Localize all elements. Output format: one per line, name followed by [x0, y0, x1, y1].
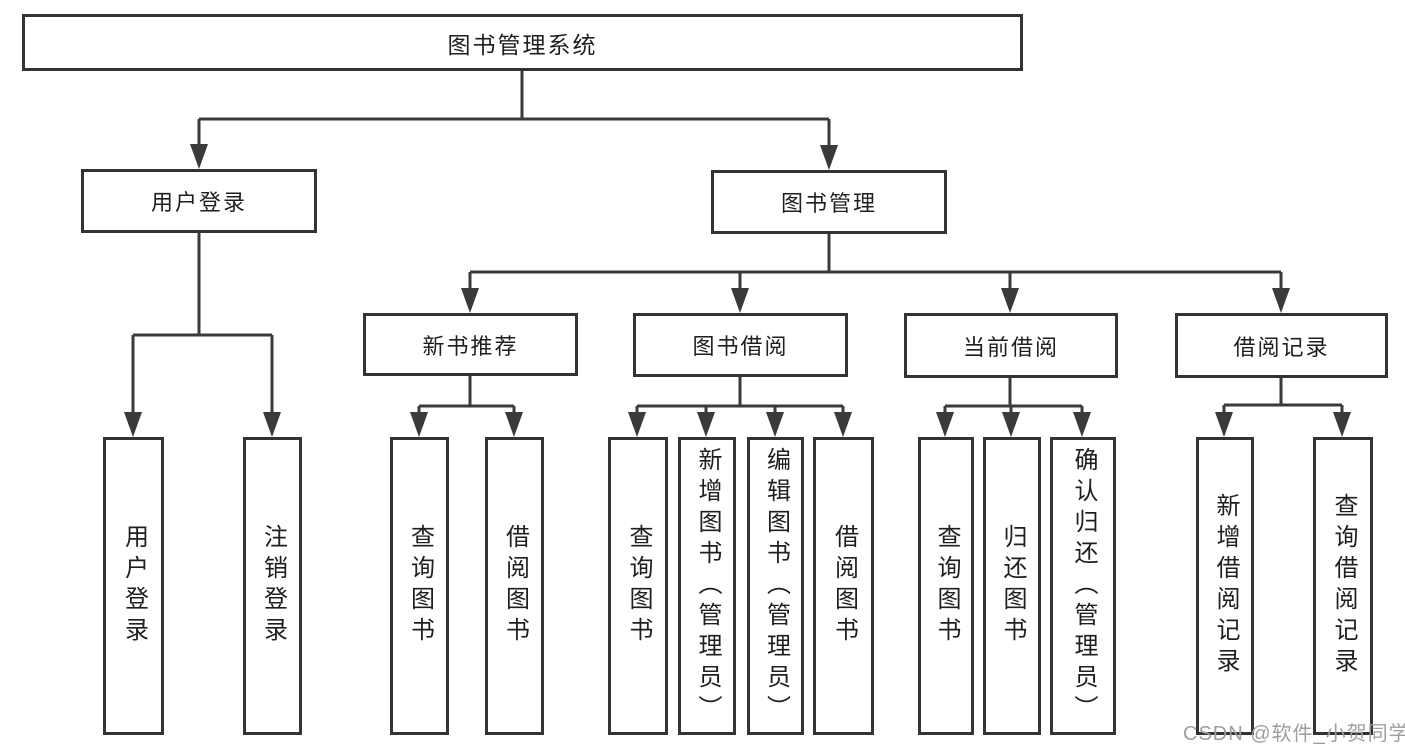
watermark: CSDN @软件_小贺同学	[1183, 723, 1405, 745]
node-new-book-recommend: 新书推荐	[363, 313, 578, 376]
node-current-borrowing: 当前借阅	[904, 313, 1118, 378]
edge-newbook-to-leaves	[417, 375, 516, 420]
leaf-edit-books-admin-label: 编辑图书（管理员）	[762, 446, 790, 726]
leaf-edit-books-admin: 编辑图书（管理员）	[747, 437, 804, 735]
leaf-user-login: 用户登录	[103, 437, 164, 735]
leaf-borrow-books-1-label: 借阅图书	[501, 524, 529, 648]
leaf-borrow-books-2: 借阅图书	[813, 437, 874, 735]
arrowheads	[124, 144, 1351, 437]
leaf-user-login-label: 用户登录	[120, 524, 148, 648]
edge-root-to-level2	[197, 70, 831, 151]
edge-records-to-leaves	[1222, 377, 1344, 420]
leaf-query-books-1: 查询图书	[390, 437, 449, 735]
edge-bookmgmt-to-level3	[468, 233, 1283, 296]
leaf-logout-login: 注销登录	[243, 437, 302, 735]
leaf-add-books-admin: 新增图书（管理员）	[678, 437, 736, 735]
node-new-book-recommend-label: 新书推荐	[422, 333, 519, 359]
edge-userlogin-to-leaves	[131, 232, 274, 420]
leaf-add-borrow-record-label: 新增借阅记录	[1212, 493, 1239, 679]
leaf-logout-login-label: 注销登录	[259, 524, 287, 648]
node-user-login-label: 用户登录	[150, 190, 247, 215]
leaf-query-books-2: 查询图书	[608, 437, 668, 735]
node-borrowing-records-label: 借阅记录	[1233, 334, 1330, 360]
node-user-login: 用户登录	[81, 169, 317, 233]
leaf-borrow-books-2-label: 借阅图书	[830, 524, 858, 648]
node-book-management-label: 图书管理	[780, 191, 877, 216]
leaf-add-borrow-record: 新增借阅记录	[1196, 437, 1254, 735]
leaf-query-books-2-label: 查询图书	[625, 524, 652, 648]
leaf-query-borrow-record-label: 查询借阅记录	[1330, 493, 1357, 679]
leaf-query-books-3: 查询图书	[918, 437, 974, 735]
node-book-borrowing: 图书借阅	[633, 313, 848, 377]
leaf-add-books-admin-label: 新增图书（管理员）	[694, 446, 721, 726]
leaf-return-books: 归还图书	[983, 437, 1041, 735]
leaf-query-borrow-record: 查询借阅记录	[1313, 437, 1373, 735]
leaf-confirm-return-admin: 确认归还（管理员）	[1050, 437, 1116, 735]
node-current-borrowing-label: 当前借阅	[962, 334, 1059, 360]
leaf-query-books-1-label: 查询图书	[406, 524, 434, 648]
leaf-query-books-3-label: 查询图书	[933, 524, 960, 648]
edge-borrowing-to-leaves	[635, 376, 845, 420]
leaf-return-books-label: 归还图书	[999, 524, 1026, 648]
node-system-root-label: 图书管理系统	[447, 31, 598, 58]
node-system-root: 图书管理系统	[22, 14, 1023, 71]
node-book-borrowing-label: 图书借阅	[692, 334, 789, 359]
node-book-management: 图书管理	[711, 170, 947, 234]
leaf-confirm-return-admin-label: 确认归还（管理员）	[1070, 446, 1097, 726]
node-borrowing-records: 借阅记录	[1175, 313, 1388, 378]
leaf-borrow-books-1: 借阅图书	[485, 437, 544, 735]
